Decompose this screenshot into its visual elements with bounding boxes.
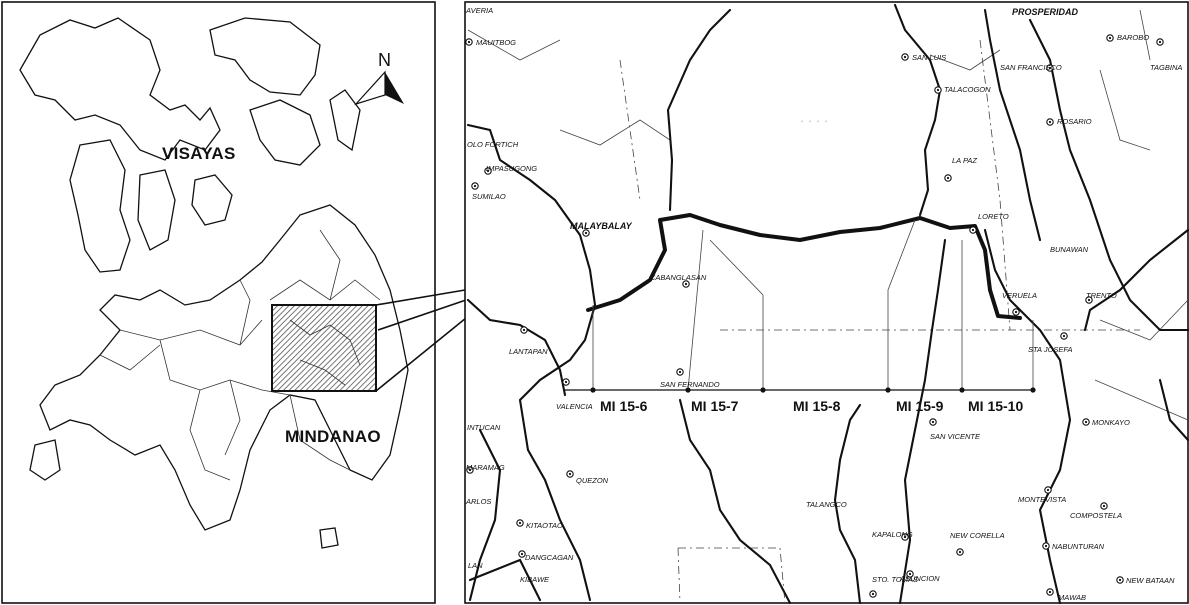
town-marker: [516, 519, 524, 527]
svg-text:· · · ·: · · · ·: [800, 113, 828, 128]
transect-label: MI 15-6: [600, 398, 648, 414]
town-marker: [1060, 332, 1068, 340]
town-marker: [929, 418, 937, 426]
town-label: OLO FORTICH: [467, 140, 519, 149]
town-marker: [582, 229, 590, 237]
visayas-label: VISAYAS: [162, 144, 236, 163]
town-label: SAN FRANCISCO: [1000, 63, 1062, 72]
town-marker: [1156, 38, 1164, 46]
town-labels: AVERIA MAUITBOG SAN LUIS PROSPERIDAD BAR…: [465, 6, 1182, 602]
town-label: SAN LUIS: [912, 53, 946, 62]
town-label: IMPASUGONG: [486, 164, 537, 173]
overview-map: VISAYAS MINDANAO N: [1, 1, 467, 604]
inset-connector: [375, 289, 467, 392]
town-marker: [906, 570, 914, 578]
town-label: NABUNTURAN: [1052, 542, 1105, 551]
town-label: VALENCIA: [556, 402, 593, 411]
town-label: MAUITBOG: [476, 38, 516, 47]
town-label: TAGBINA: [1150, 63, 1182, 72]
town-label: NEW CORELLA: [950, 531, 1005, 540]
town-label: STA JOSEFA: [1028, 345, 1072, 354]
town-label: AVERIA: [465, 6, 493, 15]
transect-label: MI 15-9: [896, 398, 944, 414]
detail-map: MI 15-6 MI 15-7 MI 15-8 MI 15-9 MI 15-10…: [464, 1, 1189, 605]
town-label: QUEZON: [576, 476, 609, 485]
town-label: TALACOGON: [944, 85, 991, 94]
town-marker: [901, 53, 909, 61]
town-label: TALANGCO: [806, 500, 847, 509]
town-marker: [1044, 486, 1052, 494]
town-label: COMPOSTELA: [1070, 511, 1122, 520]
town-label: SUMILAO: [472, 192, 506, 201]
town-label: ASUNCION: [899, 574, 940, 583]
visayas-islands: [19, 17, 361, 273]
town-label: MARAMAG: [466, 463, 505, 472]
north-label: N: [378, 50, 391, 70]
study-area-box: [271, 304, 377, 392]
mindanao-island: [29, 204, 409, 549]
town-label: MONTEVISTA: [1018, 495, 1066, 504]
town-marker: [934, 86, 942, 94]
town-markers: [465, 34, 1164, 598]
town-label: NEW BATAAN: [1126, 576, 1175, 585]
town-label: PROSPERIDAD: [1012, 7, 1079, 17]
town-label: VERUELA: [1002, 291, 1037, 300]
town-label: LORETO: [978, 212, 1009, 221]
town-label: DANGCAGAN: [525, 553, 574, 562]
town-label: MALAYBALAY: [570, 221, 633, 231]
town-marker: [471, 182, 479, 190]
mindanao-label: MINDANAO: [285, 427, 381, 446]
town-label: TRENTO: [1086, 291, 1117, 300]
town-marker: [484, 167, 492, 175]
transect-label: MI 15-8: [793, 398, 841, 414]
town-marker: [1116, 576, 1124, 584]
town-marker: [1106, 34, 1114, 42]
town-label: ARLOS: [465, 497, 491, 506]
north-arrow-icon: N: [354, 50, 404, 106]
town-label: CABANGLASAN: [650, 273, 707, 282]
town-label: KAPALONG: [872, 530, 913, 539]
town-label: BUNAWAN: [1050, 245, 1089, 254]
town-marker: [956, 548, 964, 556]
town-marker: [682, 280, 690, 288]
town-marker: [465, 38, 473, 46]
town-label: INTUCAN: [467, 423, 501, 432]
town-marker: [1082, 418, 1090, 426]
town-marker: [969, 226, 977, 234]
town-marker: [566, 470, 574, 478]
town-label: LANTAPAN: [509, 347, 548, 356]
transect-label: MI 15-10: [968, 398, 1023, 414]
town-label: LA PAZ: [952, 156, 977, 165]
town-label: MAWAB: [1058, 593, 1086, 602]
town-marker: [1046, 118, 1054, 126]
main-river: [586, 213, 1022, 320]
town-marker: [518, 550, 526, 558]
town-label: STO. TOMAS: [872, 575, 918, 584]
town-label: LAN: [468, 561, 483, 570]
town-marker: [1012, 308, 1020, 316]
town-label: SAN FERNANDO: [660, 380, 720, 389]
town-label: ROSARIO: [1057, 117, 1092, 126]
town-marker: [1085, 296, 1093, 304]
town-marker: [869, 590, 877, 598]
town-label: KIBAWE: [520, 575, 550, 584]
town-marker: [1046, 588, 1054, 596]
town-marker: [1100, 502, 1108, 510]
town-marker: [562, 378, 570, 386]
town-marker: [944, 174, 952, 182]
transect-label: MI 15-7: [691, 398, 739, 414]
town-marker: [1046, 64, 1054, 72]
town-marker: [466, 466, 474, 474]
town-label: MONKAYO: [1092, 418, 1130, 427]
town-marker: [520, 326, 528, 334]
transect-line: [565, 219, 1036, 393]
town-label: SAN VICENTE: [930, 432, 981, 441]
town-marker: [901, 533, 909, 541]
town-label: BAROBO: [1117, 33, 1149, 42]
town-label: KITAOTAO: [526, 521, 563, 530]
town-marker: [676, 368, 684, 376]
town-marker: [1042, 542, 1050, 550]
